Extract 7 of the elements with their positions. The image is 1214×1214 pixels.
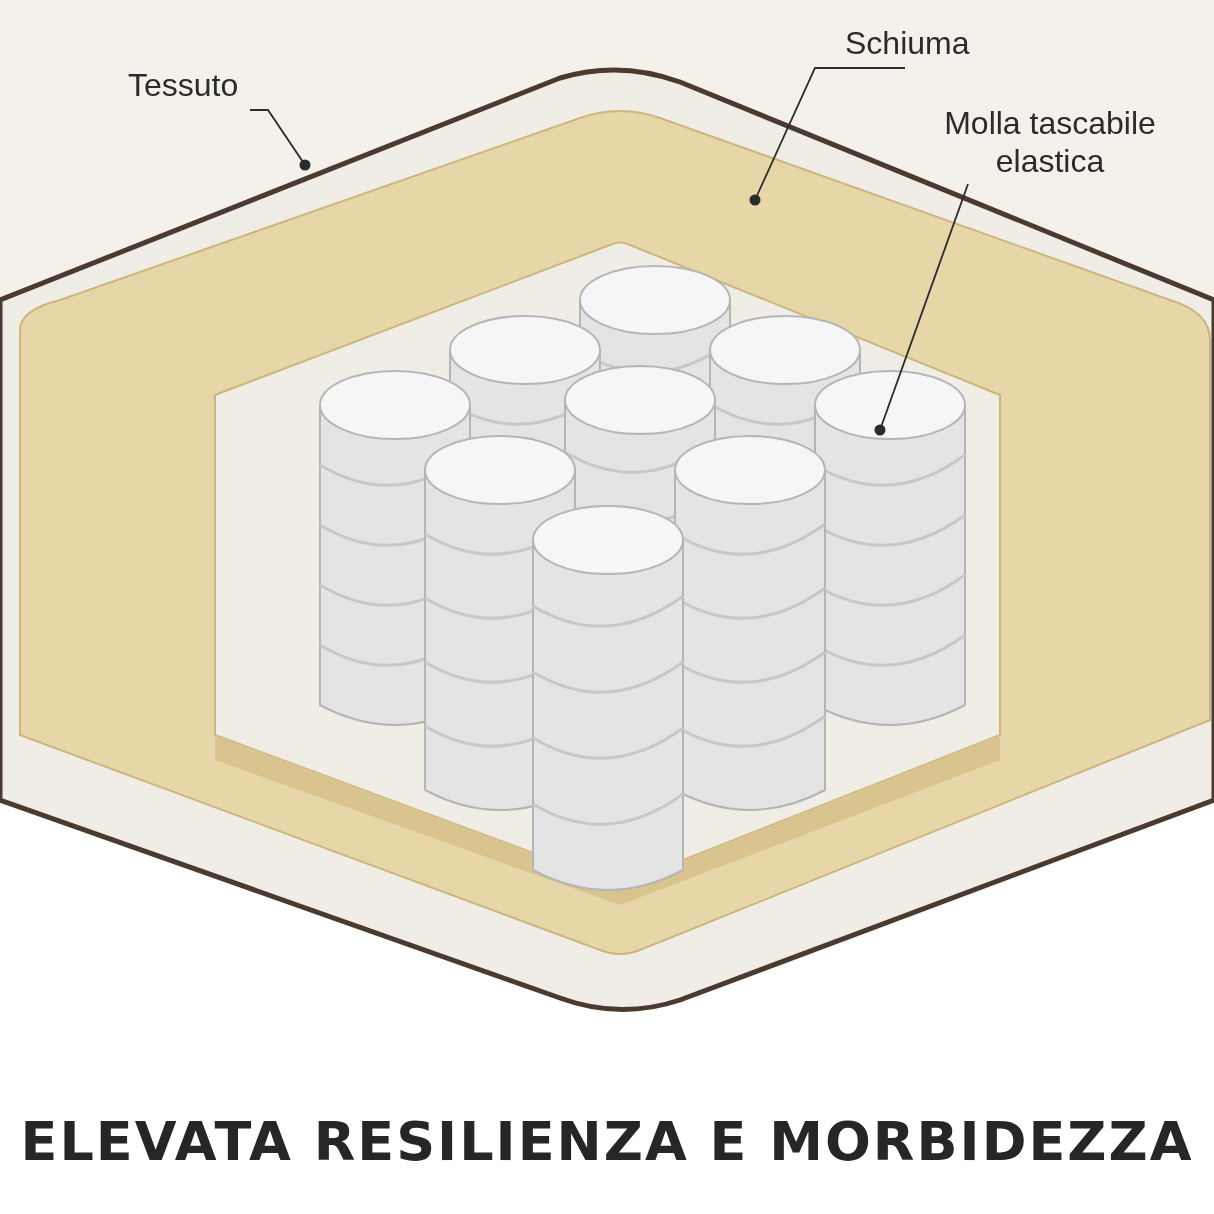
leader-line [249,109,311,171]
part-label: Tessuto [128,66,253,110]
part-label: Schiuma [845,24,1020,68]
leader-line [749,67,906,206]
part-label: Molla tascabile elastica [905,104,1195,184]
leader-line [874,183,969,436]
caption: ELEVATA RESILIENZA E MORBIDEZZA [19,1110,1195,1173]
